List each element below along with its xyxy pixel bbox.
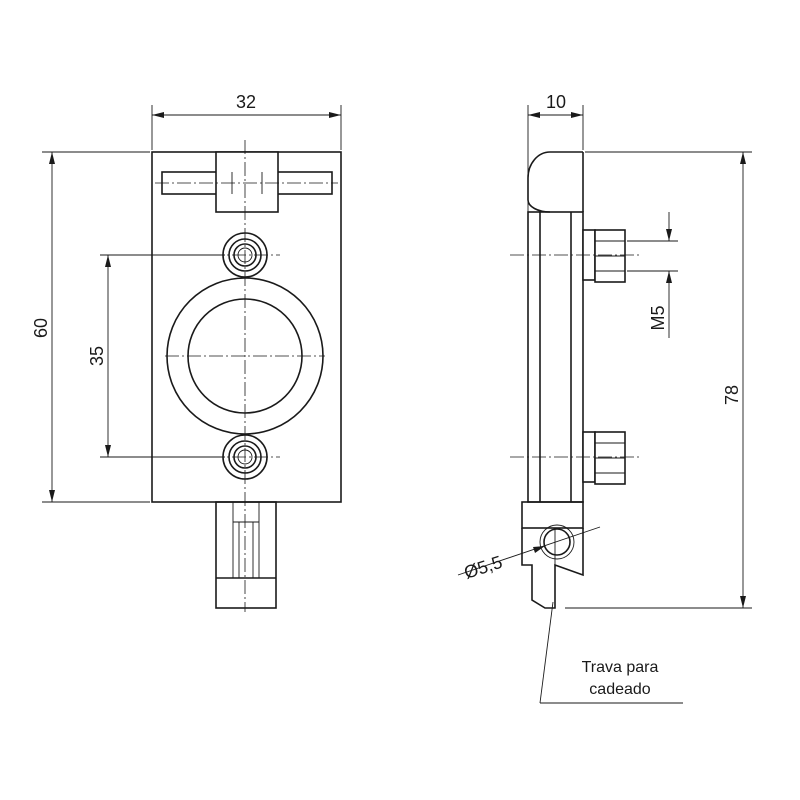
top-handle-block [215, 151, 279, 213]
bottom-latch [215, 501, 277, 609]
dim-side-depth: 10 [527, 92, 584, 175]
dim-label-10: 10 [546, 92, 566, 112]
dim-label-35: 35 [87, 346, 107, 366]
dim-side-height: 78 [565, 151, 752, 609]
side-lower-nut [582, 431, 626, 485]
dim-front-width: 32 [151, 92, 342, 150]
side-rounded-top [527, 151, 583, 213]
dim-hole-spacing: 35 [87, 254, 225, 458]
dim-label-78: 78 [722, 385, 742, 405]
padlock-hole [543, 528, 571, 556]
dim-padlock-hole: Ø5,5 [457, 526, 601, 583]
dim-label-m5: M5 [648, 305, 668, 330]
side-body [527, 211, 584, 503]
side-view: 10 78 M5 Ø5,5 [457, 92, 752, 704]
callout-line1: Trava para [582, 659, 659, 676]
front-view: 32 60 35 [31, 92, 342, 612]
side-padlock-latch [521, 501, 584, 609]
callout-line2: cadeado [589, 681, 650, 698]
dim-front-height: 60 [31, 151, 150, 503]
side-upper-nut [582, 229, 626, 283]
dim-thread: M5 [627, 212, 678, 338]
padlock-callout: Trava para cadeado [539, 601, 683, 704]
dim-label-diameter: Ø5,5 [461, 552, 504, 583]
dim-label-32: 32 [236, 92, 256, 112]
dim-label-60: 60 [31, 318, 51, 338]
